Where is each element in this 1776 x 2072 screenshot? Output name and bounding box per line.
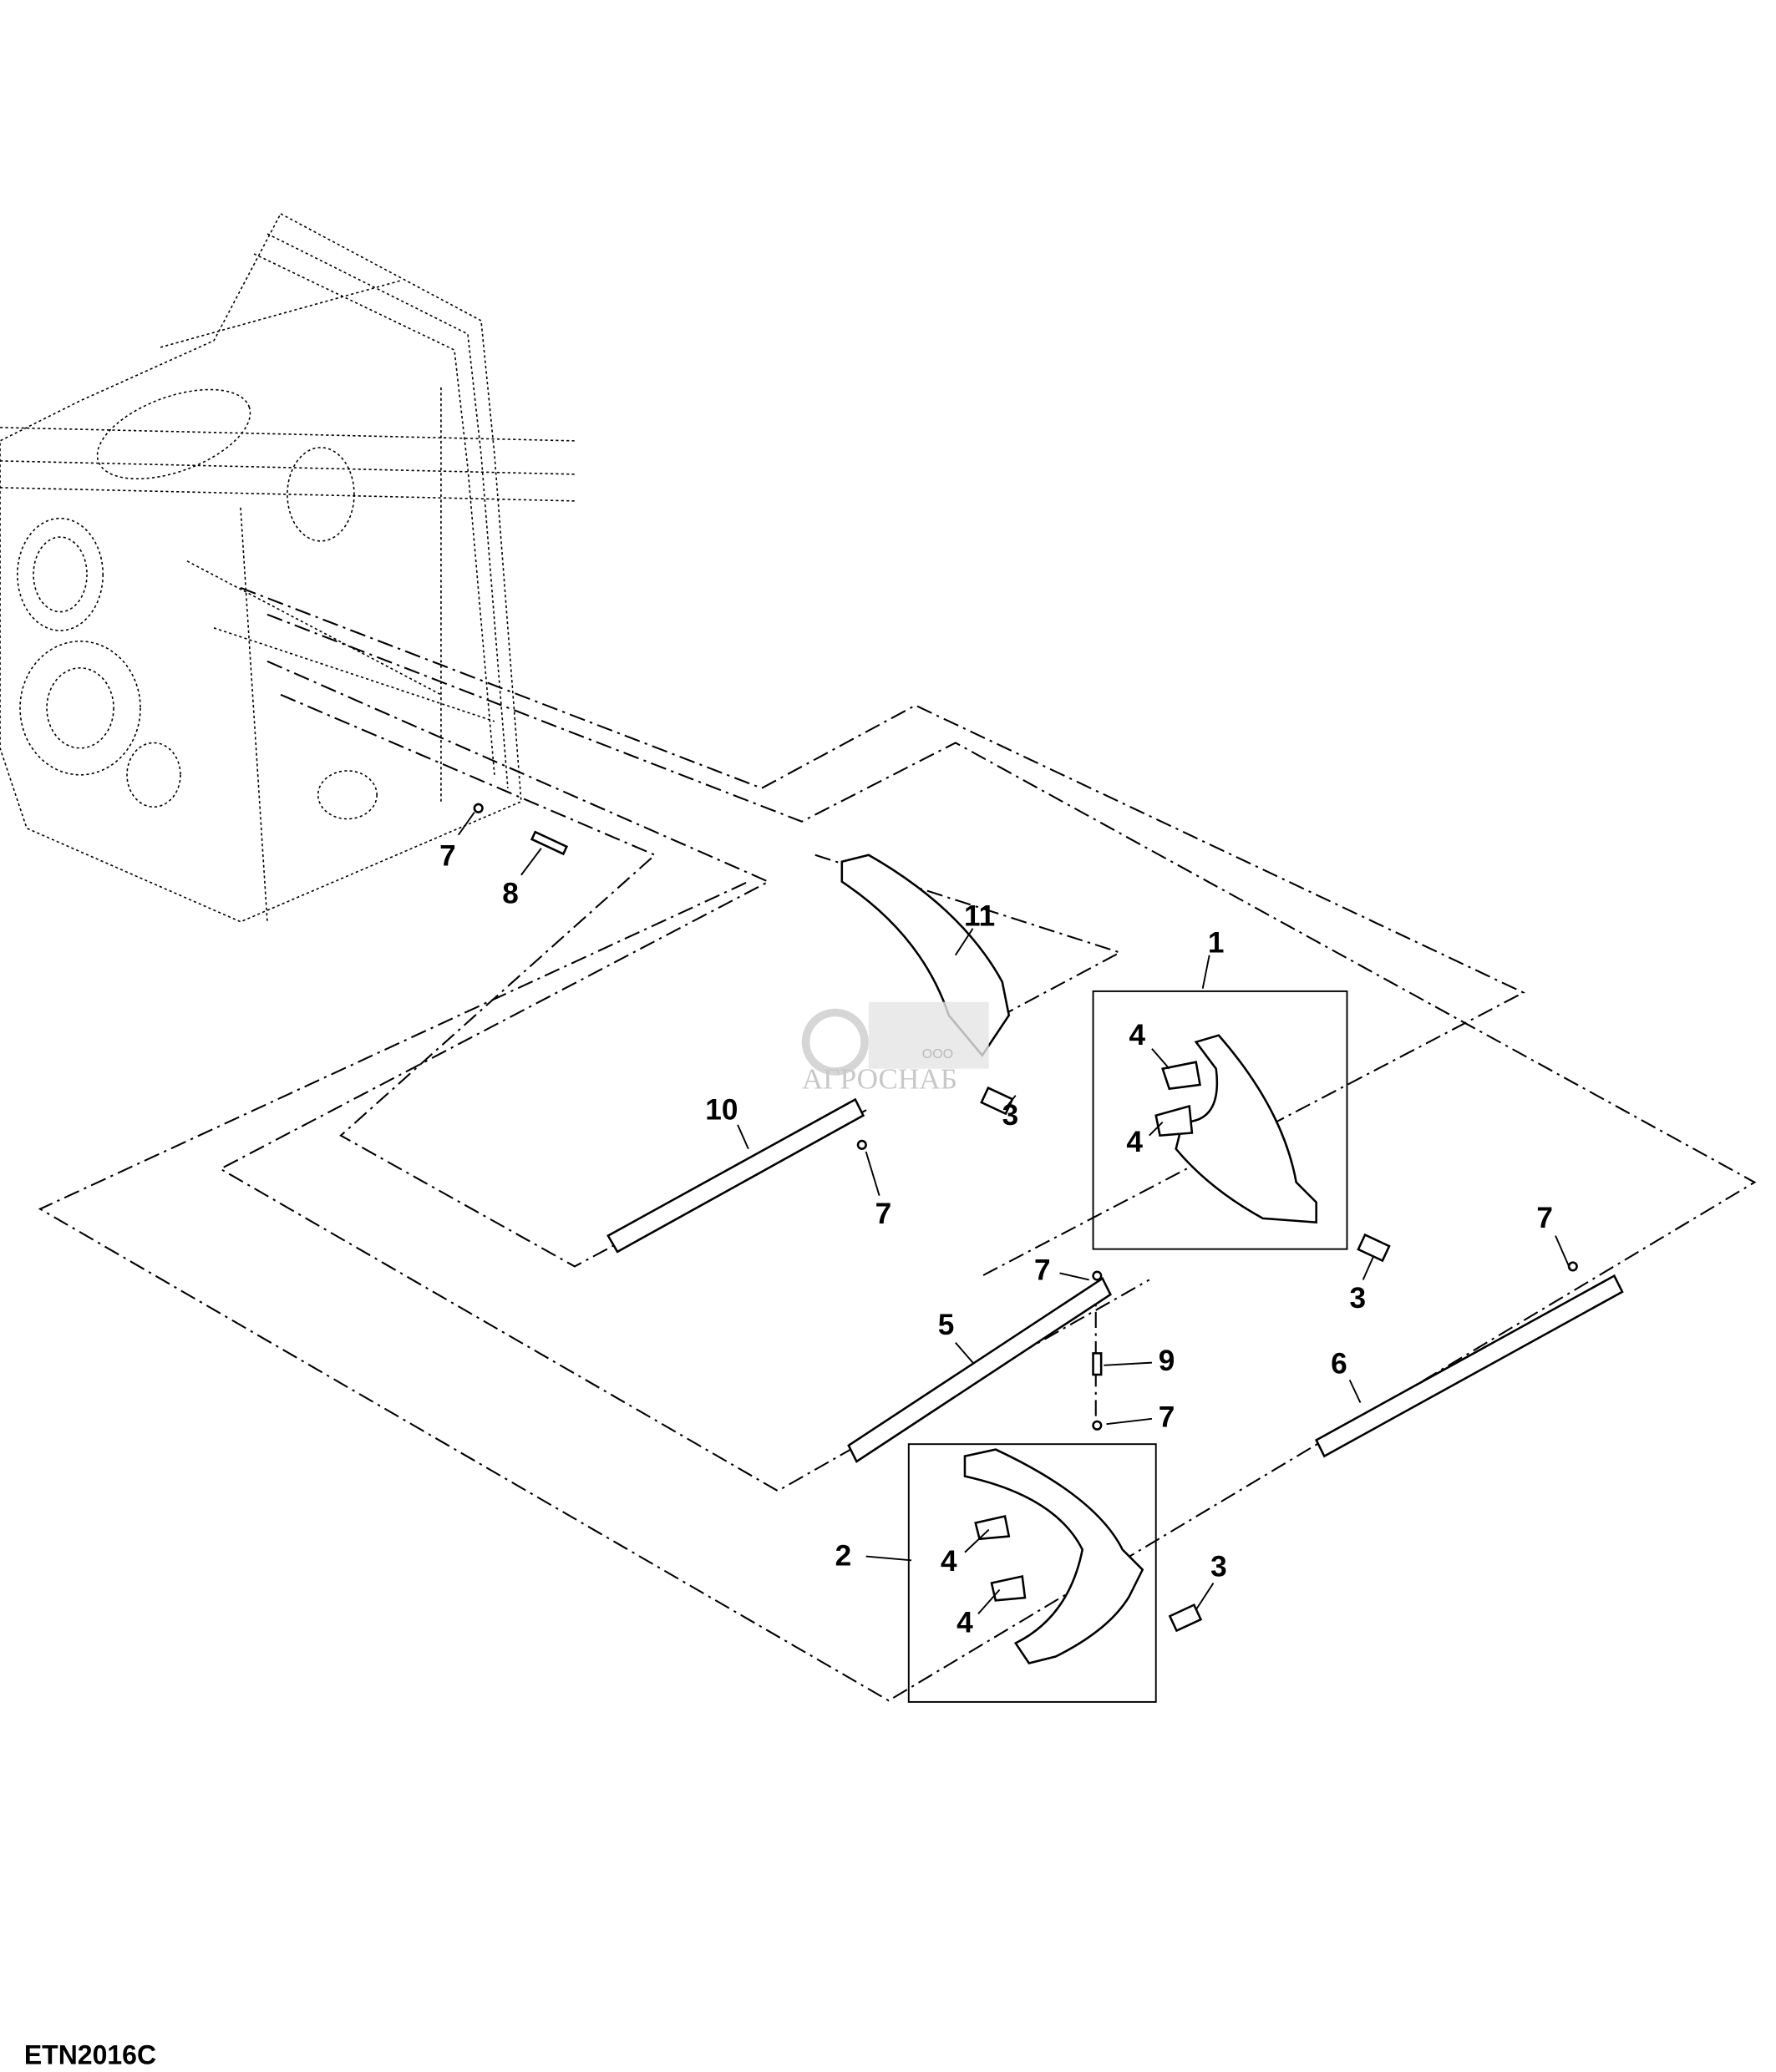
fork-2 xyxy=(963,1448,1144,1664)
callout-label: 5 xyxy=(938,1309,955,1341)
centerlines xyxy=(38,586,1757,1702)
watermark-name-text: АГРОСНАБ xyxy=(802,1063,957,1096)
fork-2-box xyxy=(907,1443,1157,1703)
callout-label: 7 xyxy=(875,1198,892,1230)
leader-lines xyxy=(457,812,1571,1614)
figure-code: ETN2016C xyxy=(24,2039,156,2069)
watermark-top-text: ООО xyxy=(922,1047,953,1061)
callout-label: 4 xyxy=(941,1545,957,1578)
fork-1 xyxy=(1154,1034,1317,1224)
callout-label: 7 xyxy=(1034,1254,1051,1286)
callout-label: 11 xyxy=(964,900,995,933)
callout-label: 3 xyxy=(1210,1551,1227,1583)
callout-label: 7 xyxy=(1159,1401,1175,1433)
callout-label: 10 xyxy=(705,1093,738,1126)
callout-label: 3 xyxy=(1349,1282,1366,1315)
callout-label: 4 xyxy=(1126,1126,1143,1158)
callout-label: 4 xyxy=(957,1607,973,1639)
watermark-logo: ООО АГРОСНАБ xyxy=(801,1001,989,1096)
callout-label: 4 xyxy=(1129,1019,1146,1051)
screws xyxy=(473,803,1578,1633)
callout-label: 8 xyxy=(502,877,519,909)
transmission-housing-phantom xyxy=(0,212,575,923)
fork-1-box xyxy=(1092,990,1348,1250)
callout-label: 7 xyxy=(1536,1202,1553,1234)
callout-label: 6 xyxy=(1331,1347,1347,1380)
callout-label: 2 xyxy=(835,1540,852,1573)
callout-label: 9 xyxy=(1159,1345,1175,1377)
callout-label: 1 xyxy=(1208,927,1225,960)
callout-label: 3 xyxy=(1002,1099,1019,1132)
callout-label: 7 xyxy=(439,840,456,873)
shafts xyxy=(606,1097,1624,1463)
